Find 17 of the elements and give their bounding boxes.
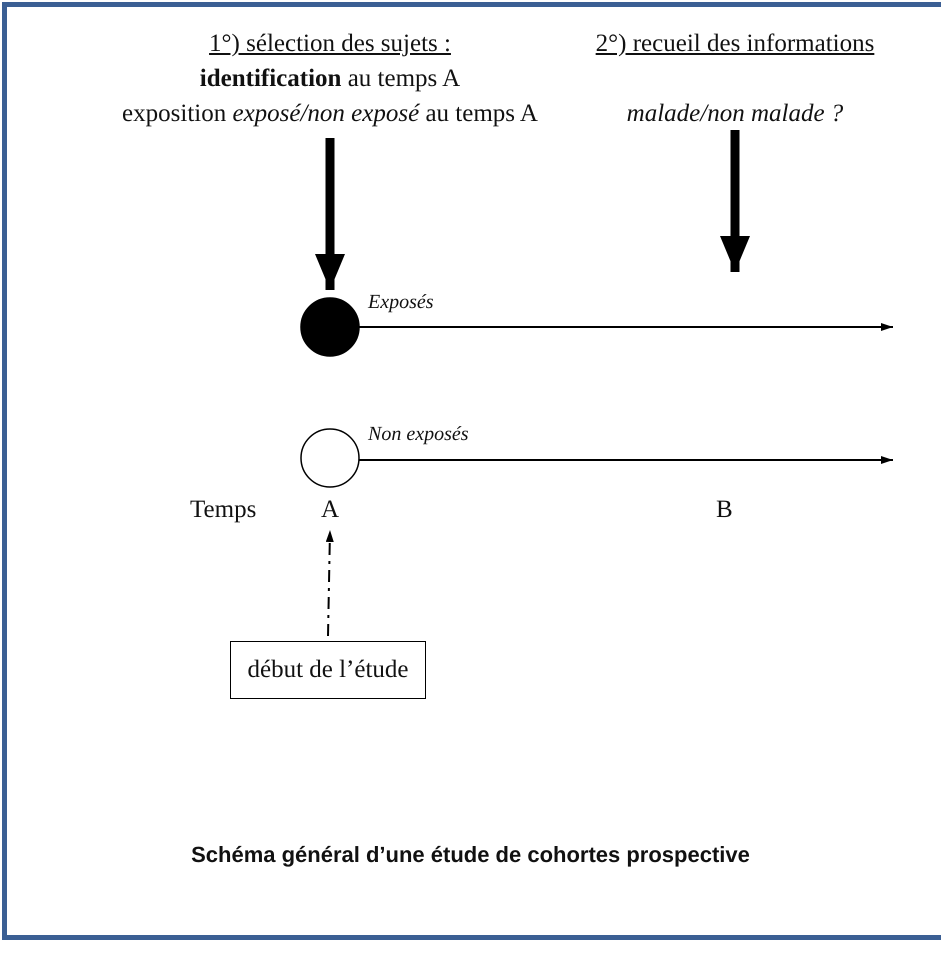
step-description: malade/non malade ? xyxy=(626,99,844,129)
time-point-label: B xyxy=(716,495,733,525)
filled-circle xyxy=(300,297,360,357)
time-point-label: A xyxy=(320,495,340,525)
arrow xyxy=(359,323,893,331)
caption: Schéma général d’une étude de cohortes prospective xyxy=(191,842,750,867)
arrow xyxy=(720,130,750,272)
open-circle xyxy=(300,428,360,488)
arrow xyxy=(315,138,345,290)
note-box: début de l’étude xyxy=(230,641,426,699)
arrow xyxy=(326,530,334,636)
arrow xyxy=(359,456,893,464)
step-heading: 2°) recueil des informations xyxy=(596,29,874,59)
step-heading: 1°) sélection des sujets : xyxy=(209,29,451,59)
step-description: identification au temps A xyxy=(200,64,460,94)
step-description: exposition exposé/non exposé au temps A xyxy=(122,99,538,129)
axis-label: Temps xyxy=(190,495,256,525)
